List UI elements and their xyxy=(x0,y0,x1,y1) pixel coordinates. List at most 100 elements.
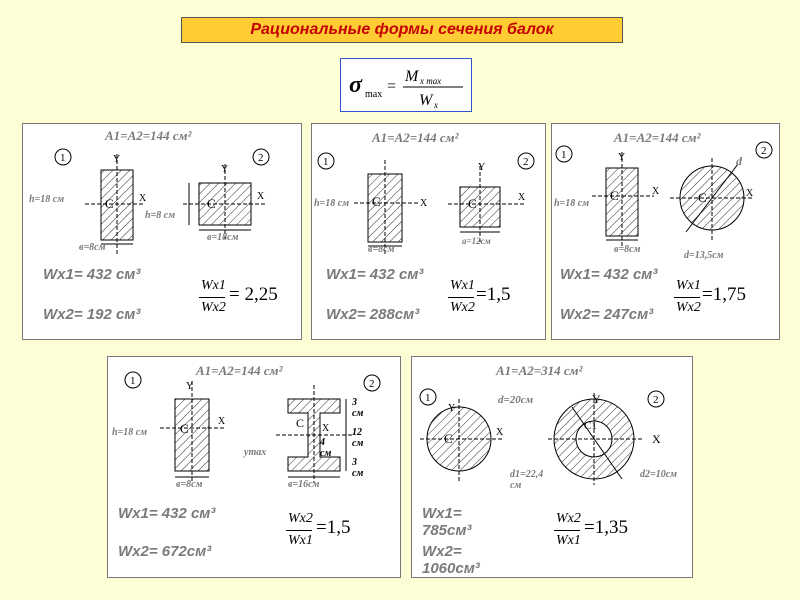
area-label: A1=A2=144 см² xyxy=(614,130,701,145)
area-label: A1=A2=314 см² xyxy=(496,363,583,378)
label-section-1: 1 xyxy=(425,392,431,404)
ratio-bottom: Wx1 xyxy=(288,533,313,548)
ratio-value: =1,5 xyxy=(316,517,351,538)
ratio-top: Wx1 xyxy=(201,278,226,293)
flange-thickness-bottom: 3 см xyxy=(352,457,364,479)
sigma-symbol: σ xyxy=(349,72,363,98)
axis-x-2: X xyxy=(322,423,330,434)
numerator: M xyxy=(404,68,420,85)
label-section-1: 1 xyxy=(323,156,329,168)
ratio-value: = 2,25 xyxy=(229,284,278,305)
web-width-label: 4 см xyxy=(320,437,332,459)
wx1-label: Wx1= 432 см³ xyxy=(43,266,141,283)
axis-y-1: Y xyxy=(113,154,120,165)
centroid-c-1: C xyxy=(610,188,619,203)
axis-x-1: X xyxy=(420,198,428,209)
centroid-c-1: C xyxy=(444,431,453,446)
ratio-value: =1,35 xyxy=(584,517,628,538)
axis-y-2: Y xyxy=(478,162,485,173)
centroid-c-2: C xyxy=(207,196,216,211)
height-label: h=18 см xyxy=(112,427,148,438)
ratio-bottom: Wx2 xyxy=(201,300,226,315)
axis-y-1: Y xyxy=(448,403,455,414)
height-label: h=18 см xyxy=(554,198,590,209)
denominator-sub: x xyxy=(433,100,438,110)
area-label: A1=A2=144 см² xyxy=(196,363,283,378)
height-label: h=18 см xyxy=(314,198,350,209)
axis-y-1: Y xyxy=(618,152,625,163)
diameter-mark: d xyxy=(736,154,742,168)
flange-width-label: в=16см xyxy=(288,479,320,490)
wx2-label: Wx2= 192 см³ xyxy=(43,306,141,323)
axis-x-2: X xyxy=(652,432,661,446)
denominator: W xyxy=(419,92,434,109)
axis-x-1: X xyxy=(218,416,226,427)
width-label: в=8см xyxy=(368,244,395,255)
centroid-c-1: C xyxy=(105,196,114,211)
label-section-2: 2 xyxy=(369,378,375,390)
panel-rect-vs-circle: 1 2 X Y C X C A1=A2=144 см² h=18 см в=8с… xyxy=(551,123,780,340)
label-section-2: 2 xyxy=(653,394,659,406)
centroid-c-1: C xyxy=(372,194,381,209)
wx2-label: Wx2= 672см³ xyxy=(118,543,212,560)
axis-x-2: X xyxy=(746,188,754,199)
wx2-label: Wx2= 288см³ xyxy=(326,306,420,323)
wx1-label: Wx1= 785см³ xyxy=(422,505,472,539)
ratio-value: =1,5 xyxy=(476,284,511,305)
area-label: A1=A2=144 см² xyxy=(372,130,459,145)
outer-diameter-label: d1=22,4 см xyxy=(510,469,544,491)
height-label: h=18 см xyxy=(29,194,65,205)
page-title: Рациональные формы сечения балок xyxy=(181,17,623,43)
centroid-c-1: C xyxy=(180,421,189,436)
axis-x-2: X xyxy=(257,191,265,202)
centroid-c-2: C xyxy=(296,416,304,430)
centroid-c-2: C xyxy=(698,190,707,205)
equals: = xyxy=(387,78,396,95)
wx2-label: Wx2= 247см³ xyxy=(560,306,654,323)
axis-y-1: Y xyxy=(186,381,193,392)
label-section-1: 1 xyxy=(130,375,136,387)
ratio-bottom: Wx2 xyxy=(676,300,701,315)
panel-rect-vs-flat: 1 2 X Y C X Y C A1=A2=144 см² h=18 см в=… xyxy=(22,123,302,340)
wx1-label: Wx1= 432 см³ xyxy=(118,505,216,522)
axis-y-2: Y xyxy=(221,164,228,175)
inner-diameter-label: d2=10см xyxy=(640,469,677,480)
ratio-top: Wx2 xyxy=(288,511,313,526)
area-label: A1=A2=144 см² xyxy=(105,128,192,143)
axis-y-2: Y xyxy=(592,392,601,406)
label-section-1: 1 xyxy=(60,152,66,164)
ratio-bottom: Wx2 xyxy=(450,300,475,315)
numerator-sub: x max xyxy=(419,76,441,86)
centroid-c-2: C xyxy=(468,196,477,211)
width-label: в=8см xyxy=(176,479,203,490)
ratio-top: Wx1 xyxy=(676,278,701,293)
label-section-2: 2 xyxy=(258,152,264,164)
wx2-label: Wx2= 1060см³ xyxy=(422,543,480,577)
ratio-bottom: Wx1 xyxy=(556,533,581,548)
width-label-2: в=18см xyxy=(207,232,239,243)
axis-x-1: X xyxy=(139,193,147,204)
panel-rect-vs-ibeam: 1 2 X Y C X C A1=A2=144 см² h=18 см в=8с… xyxy=(107,356,401,578)
label-section-2: 2 xyxy=(761,145,767,157)
width-label: в=8см xyxy=(614,244,641,255)
label-section-2: 2 xyxy=(523,156,529,168)
ymax-label: ymax xyxy=(244,447,267,458)
diameter-label: d=20см xyxy=(498,394,534,406)
axis-x-1: X xyxy=(652,186,660,197)
side-label: а=12см xyxy=(462,236,491,246)
label-section-1: 1 xyxy=(561,149,567,161)
diameter-label: d=13,5см xyxy=(684,250,724,261)
wx1-label: Wx1= 432 см³ xyxy=(560,266,658,283)
web-height-label: 12 см xyxy=(352,427,364,449)
axis-x-2: X xyxy=(518,192,526,203)
axis-x-1: X xyxy=(496,427,504,438)
sigma-sub: max xyxy=(365,89,382,100)
stress-formula: σ max = M x max W x xyxy=(340,58,472,112)
ratio-value: =1,75 xyxy=(702,284,746,305)
height-label-2: h=8 см xyxy=(145,210,176,221)
panel-rect-vs-square: 1 2 X C X Y C A1=A2=144 см² h=18 см в=8с… xyxy=(311,123,546,340)
width-label: в=8см xyxy=(79,242,106,253)
ratio-top: Wx1 xyxy=(450,278,475,293)
wx1-label: Wx1= 432 см³ xyxy=(326,266,424,283)
panel-circle-vs-ring: 1 2 X Y C X Y С1 A1=A2=314 см² d=20см d1… xyxy=(411,356,693,578)
